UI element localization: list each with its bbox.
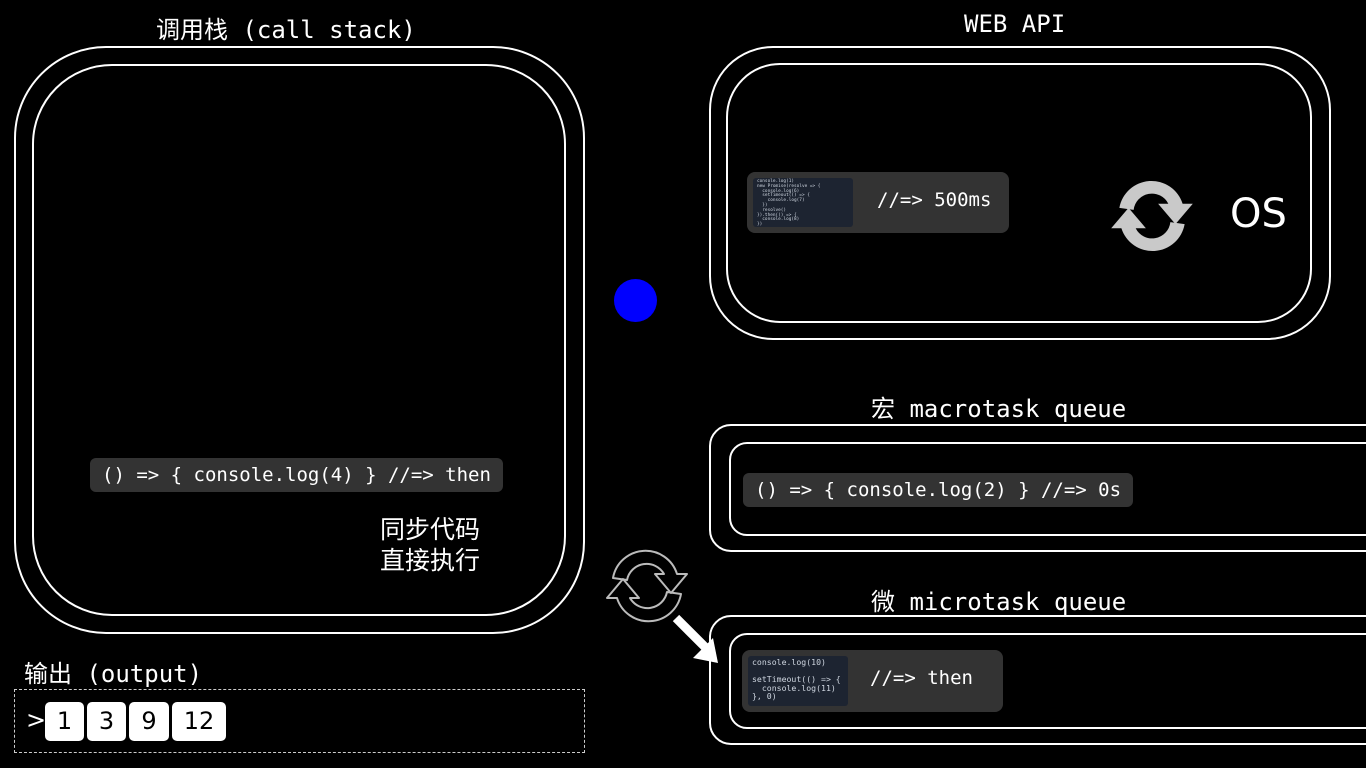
output-console — [14, 689, 585, 753]
call-stack-inner-frame — [32, 64, 566, 616]
arrow-icon — [672, 614, 718, 663]
refresh-icon — [1111, 180, 1193, 252]
macrotask-title: 宏 macrotask queue — [871, 395, 1127, 423]
output-title: 输出 (output) — [24, 660, 203, 688]
microtask-then-label: //=> then — [870, 667, 973, 689]
output-value: 12 — [172, 702, 226, 741]
microtask-inner-frame — [729, 633, 1366, 729]
os-label: OS — [1230, 191, 1287, 237]
output-value: 1 — [45, 702, 84, 741]
call-stack-frame: () => { console.log(4) } //=> then — [90, 458, 503, 492]
event-loop-dot — [614, 279, 657, 322]
call-stack-outer-frame — [14, 46, 585, 634]
event-loop-icon — [606, 549, 688, 623]
microtask-code-thumbnail: console.log(10) setTimeout(() => { conso… — [748, 656, 848, 706]
output-value: 3 — [87, 702, 126, 741]
output-prompt: > — [26, 706, 47, 734]
web-api-timer-label: //=> 500ms — [877, 189, 992, 211]
sync-note-line2: 直接执行 — [380, 546, 481, 575]
web-api-task-card: console.log(1) new Promise(resolve => { … — [747, 172, 1009, 233]
call-stack-title: 调用栈 (call stack) — [156, 16, 416, 44]
web-api-title: WEB API — [964, 10, 1066, 38]
code-thumbnail-text: console.log(1) new Promise(resolve => { … — [757, 179, 821, 227]
sync-note-line1: 同步代码 — [380, 515, 481, 544]
sync-code-note: 同步代码 直接执行 — [380, 514, 480, 576]
macrotask-inner-frame — [729, 442, 1366, 536]
microtask-item: console.log(10) setTimeout(() => { conso… — [742, 650, 1003, 712]
code-thumbnail: console.log(1) new Promise(resolve => { … — [753, 178, 853, 227]
microtask-outer-frame — [709, 615, 1366, 745]
macrotask-outer-frame — [709, 424, 1366, 552]
microtask-code-text: console.log(10) setTimeout(() => { conso… — [752, 657, 841, 702]
microtask-title: 微 microtask queue — [871, 588, 1127, 616]
web-api-outer-frame — [709, 46, 1331, 340]
web-api-inner-frame — [726, 63, 1312, 323]
macrotask-item: () => { console.log(2) } //=> 0s — [743, 473, 1134, 507]
output-value: 9 — [129, 702, 169, 741]
